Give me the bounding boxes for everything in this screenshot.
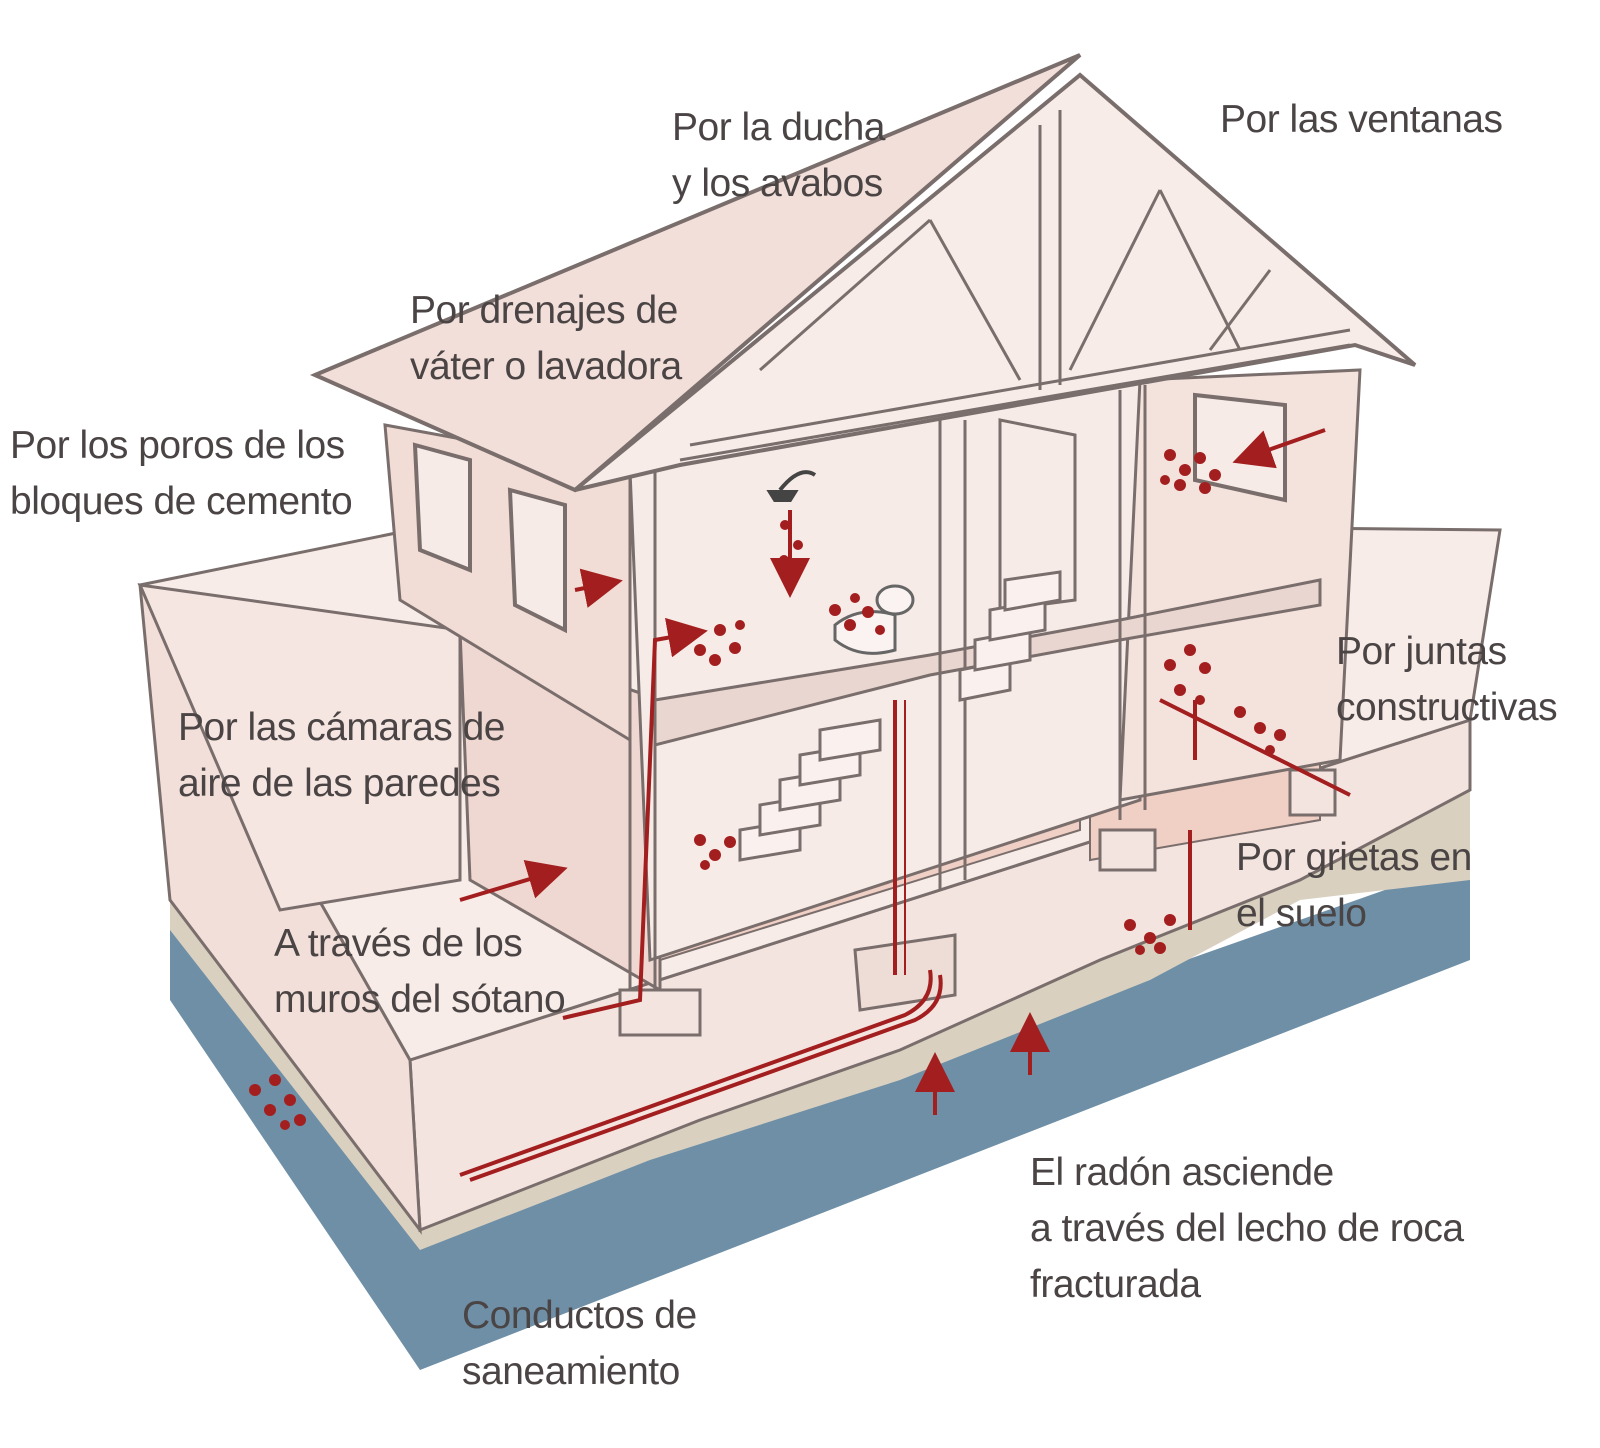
label-drains: Por drenajes de váter o lavadora: [410, 283, 682, 395]
label-construction-joints: Por juntas constructivas: [1336, 624, 1558, 736]
roof: [309, 53, 1417, 493]
window-arrow: [1232, 428, 1326, 469]
label-line: Por la ducha: [672, 106, 885, 149]
label-floor-cracks: Por grietas en el suelo: [1236, 830, 1472, 942]
window-left-2: [507, 487, 567, 634]
label-line: Conductos de: [462, 1294, 697, 1337]
radon-pipes: [459, 617, 1192, 1182]
stairs: [738, 570, 1062, 862]
label-line: Por drenajes de: [410, 289, 678, 332]
label-line: Por las ventanas: [1220, 98, 1503, 141]
sewer-pipe: [459, 969, 933, 1177]
label-shower-sinks: Por la ducha y los avabos: [672, 100, 885, 212]
label-line: fracturada: [1030, 1263, 1201, 1306]
window-left-1: [412, 442, 472, 573]
air-chamber-arrow: [459, 860, 568, 902]
label-line: El radón asciende: [1030, 1151, 1334, 1194]
label-line: Por juntas: [1336, 630, 1507, 673]
label-line: saneamiento: [462, 1350, 680, 1393]
label-line: Por los poros de los: [10, 424, 345, 467]
floor-joint-line: [1159, 698, 1351, 797]
label-basement-walls: A través de los muros del sótano: [274, 916, 566, 1028]
label-block-pores: Por los poros de los bloques de cemento: [10, 418, 353, 530]
label-line: váter o lavadora: [410, 345, 682, 388]
radon-particles: [249, 449, 1286, 1130]
label-line: el suelo: [1236, 892, 1367, 935]
label-line: Por las cámaras de: [178, 706, 505, 749]
radon-arrows: [459, 428, 1351, 1115]
label-sewer-conduits: Conductos de saneamiento: [462, 1288, 697, 1400]
label-wall-air-chambers: Por las cámaras de aire de las paredes: [178, 700, 505, 812]
doorway: [998, 418, 1077, 612]
label-line: a través del lecho de roca: [1030, 1207, 1464, 1250]
label-radon-bedrock: El radón asciende a través del lecho de …: [1030, 1145, 1464, 1313]
label-line: bloques de cemento: [10, 480, 353, 523]
label-line: A través de los: [274, 922, 523, 965]
label-line: aire de las paredes: [178, 762, 501, 805]
label-line: Por grietas en: [1236, 836, 1472, 879]
wall-pores-arrow: [574, 568, 623, 608]
label-line: constructivas: [1336, 686, 1558, 729]
roof-gable: [573, 72, 1417, 492]
label-line: muros del sótano: [274, 978, 566, 1021]
bedrock-layer: [170, 860, 1470, 1370]
roof-slope: [309, 53, 1082, 493]
label-line: y los avabos: [672, 162, 883, 205]
label-windows: Por las ventanas: [1220, 92, 1503, 148]
roof-trusses: [679, 110, 1351, 462]
shower-head-icon: [766, 470, 817, 502]
